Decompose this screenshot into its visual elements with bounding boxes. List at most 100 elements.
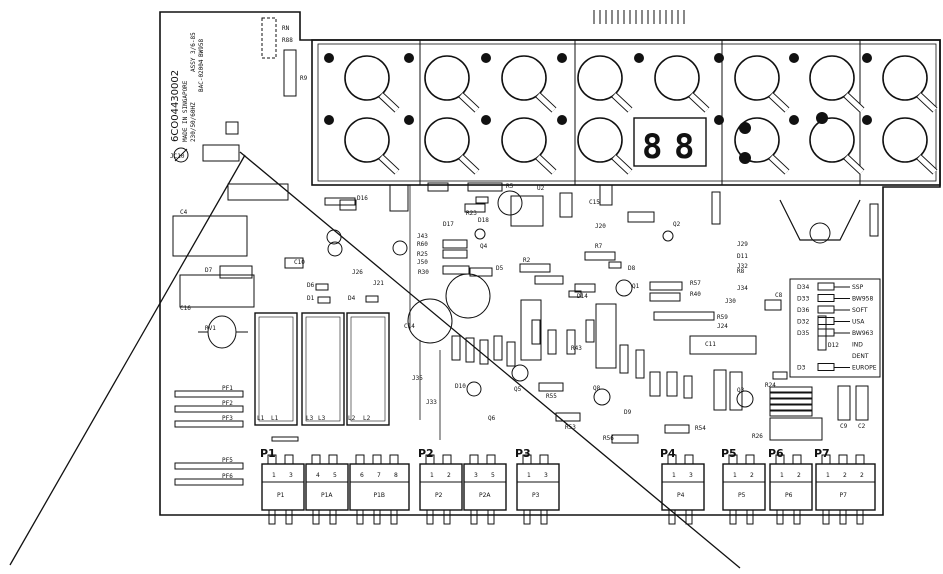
component-label: D4 [348,295,356,302]
component-label: R23 [466,210,477,217]
pf-terminal: PF3 [174,415,244,428]
component-label: R30 [418,269,429,276]
pin-number: 1 [826,472,830,479]
component-labels: C4C10C16C14C15C11C8C2C9R2R5R7R8R9R23R24R… [180,75,866,442]
component-body [585,319,595,343]
board-outline [159,11,941,516]
config-code: D36 [797,307,809,314]
round-component [327,241,343,257]
resistor [649,281,683,291]
connector-block-label: P1B [374,492,386,499]
connector-block: 1 2P5 [722,454,766,525]
connector-block-label: P2A [479,492,491,499]
connector-block-label: P5 [738,492,746,499]
ic-block [689,335,757,355]
resistor [538,382,564,392]
component-label: J20 [595,223,606,230]
part-number: 6CO04430002 [170,70,181,142]
board-marking: 6CO04430002 MADE IN SINGAPORE 230/50/60H… [170,32,205,142]
pf-label: PF2 [222,400,233,407]
component-label: J29 [737,241,748,248]
component-label: R57 [690,280,701,287]
pin-number: 8 [394,472,398,479]
pf-label: PF5 [222,457,233,464]
seven-segment-display: 8 8 [633,117,707,167]
panel-button [557,115,633,175]
component-body [465,337,475,363]
panel-button [557,53,633,113]
relay: L2 [346,312,390,426]
component-body [520,299,542,361]
connector-group: P51 2P5 [721,447,766,525]
qc-square [225,121,239,135]
component-body [619,344,629,374]
resistor [584,251,616,261]
resistor [534,275,564,285]
cap-c10 [284,257,304,269]
resistor [467,182,503,192]
assy-label: ASSY 3/6-85 [190,32,197,72]
config-code: D34 [797,284,809,291]
pin-number: 2 [750,472,754,479]
pf-label: PF3 [222,415,233,422]
component-label: J34 [737,285,748,292]
component-label: R8 [737,268,745,275]
leader-line-left [9,154,246,566]
component-body [493,335,503,361]
round-component [615,279,633,297]
component-label: R59 [717,314,728,321]
resistor [442,249,468,259]
pin-number: 3 [289,472,293,479]
pin-number: 3 [689,472,693,479]
panel-button [404,115,480,175]
component-label: Q4 [480,243,488,250]
resistor-small [769,386,813,393]
display-digit-1: 8 [642,127,662,167]
pin-number: 2 [447,472,451,479]
resistor [519,263,551,273]
component-body [547,329,557,355]
config-label: BW958 [852,296,873,303]
component-body [649,371,661,397]
relay-group: L1 L3 L2 [254,312,390,426]
config-row: DENT [852,353,869,360]
round-component [511,364,529,382]
config-code: D33 [797,296,809,303]
component-label: L1 [257,415,265,422]
relay: L1 [254,312,298,426]
config-row: IND [852,342,863,349]
component-label: D5 [496,265,504,272]
diode [317,296,331,304]
component-label: D14 [577,293,588,300]
config-label: SOFT [852,307,868,314]
component-label: J21 [373,280,384,287]
resistor [442,239,468,249]
component-label: D6 [307,282,315,289]
top-header-labels [593,10,685,24]
component-body [729,371,743,411]
component-label: L3 [306,415,314,422]
made-in-label: MADE IN SINGAPORE [182,80,189,142]
connector-name: P1 [260,447,276,460]
config-label: SSP [852,284,864,291]
round-component [392,240,408,256]
panel-button [481,53,557,113]
pf-terminal: PF1 [174,385,244,398]
config-label: DENT [852,353,869,360]
brand-label: BW958 [198,39,205,57]
component-label: D1 [307,295,315,302]
pin-number: 1 [733,472,737,479]
component-label: Q8 [593,385,601,392]
